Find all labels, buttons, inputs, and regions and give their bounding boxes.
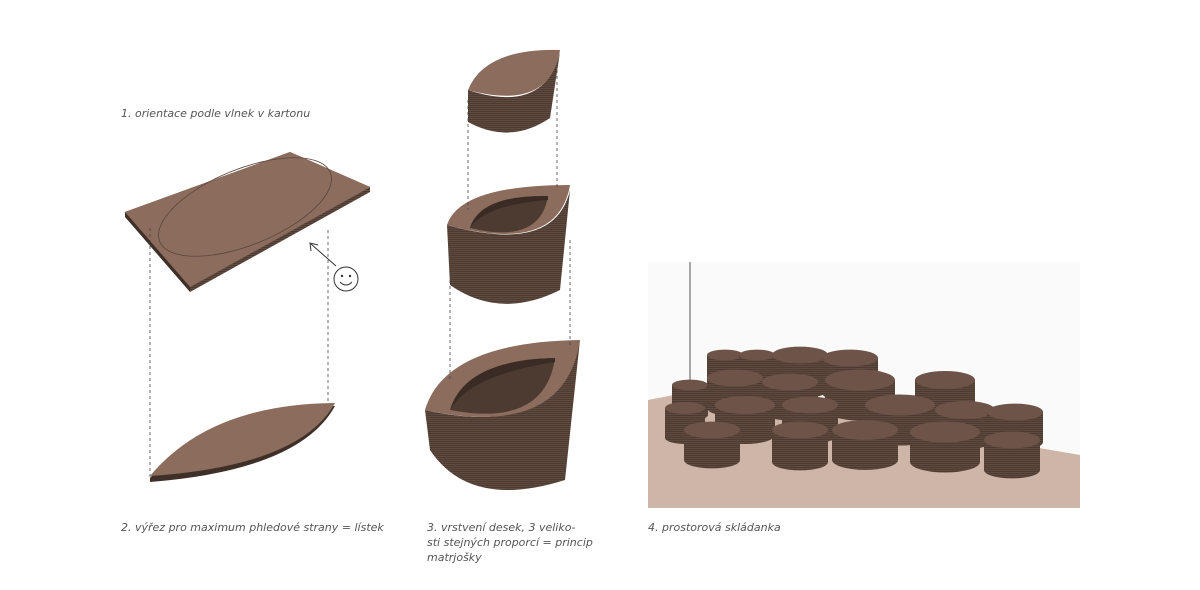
cardboard-block-top — [822, 349, 878, 367]
cardboard-block-top — [772, 346, 828, 364]
cardboard-block-top — [665, 402, 705, 414]
leaf-cutout — [150, 403, 335, 482]
cardboard-block-top — [825, 369, 895, 391]
arrow-icon — [309, 242, 319, 252]
caption-step-3-line: 3. vrstvení desek, 3 veliko- — [427, 521, 576, 534]
cardboard-block-top — [739, 349, 775, 361]
leaf-outline — [158, 157, 332, 257]
cardboard-block-top — [715, 396, 775, 414]
cardboard-block-top — [762, 373, 818, 391]
caption-step-2: 2. výřez pro maximum phledové strany = l… — [121, 521, 384, 534]
cardboard-block-top — [910, 421, 980, 443]
caption-step-1: 1. orientace podle vlnek v kartonu — [121, 107, 311, 120]
caption-step-3: 3. vrstvení desek, 3 veliko- sti stejnýc… — [427, 520, 593, 565]
cardboard-block-top — [684, 421, 740, 439]
caption-step-4: 4. prostorová skládanka — [648, 521, 781, 534]
cardboard-block-top — [832, 420, 898, 440]
cardboard-block-top — [987, 403, 1043, 421]
cardboard-block-side — [772, 430, 828, 471]
cardboard-block-side — [984, 440, 1040, 479]
cardboard-block-side — [832, 430, 898, 470]
cardboard-block-top — [935, 401, 995, 419]
dashed-stack-lines — [449, 70, 571, 380]
cardboard-block-side — [684, 430, 740, 469]
large-layer-ring — [425, 340, 580, 490]
cardboard-block-top — [915, 371, 975, 389]
cardboard-sheet — [125, 152, 370, 292]
cardboard-block-top — [672, 379, 708, 391]
caption-step-3-line: sti stejných proporcí = princip — [427, 536, 593, 549]
dashed-projection-lines — [149, 228, 329, 478]
medium-layer-ring — [447, 185, 570, 304]
cardboard-block-top — [707, 369, 763, 387]
spatial-puzzle-render — [648, 262, 1080, 508]
small-layer-piece — [468, 49, 560, 133]
cardboard-block-top — [782, 396, 838, 414]
cardboard-block-top — [707, 349, 743, 361]
caption-step-3-line: matrjošky — [427, 551, 482, 564]
smiley-face-icon — [309, 242, 359, 292]
cardboard-block-side — [910, 432, 980, 473]
cardboard-block-top — [984, 431, 1040, 449]
cardboard-block-top — [865, 394, 935, 416]
cardboard-block-top — [772, 421, 828, 439]
